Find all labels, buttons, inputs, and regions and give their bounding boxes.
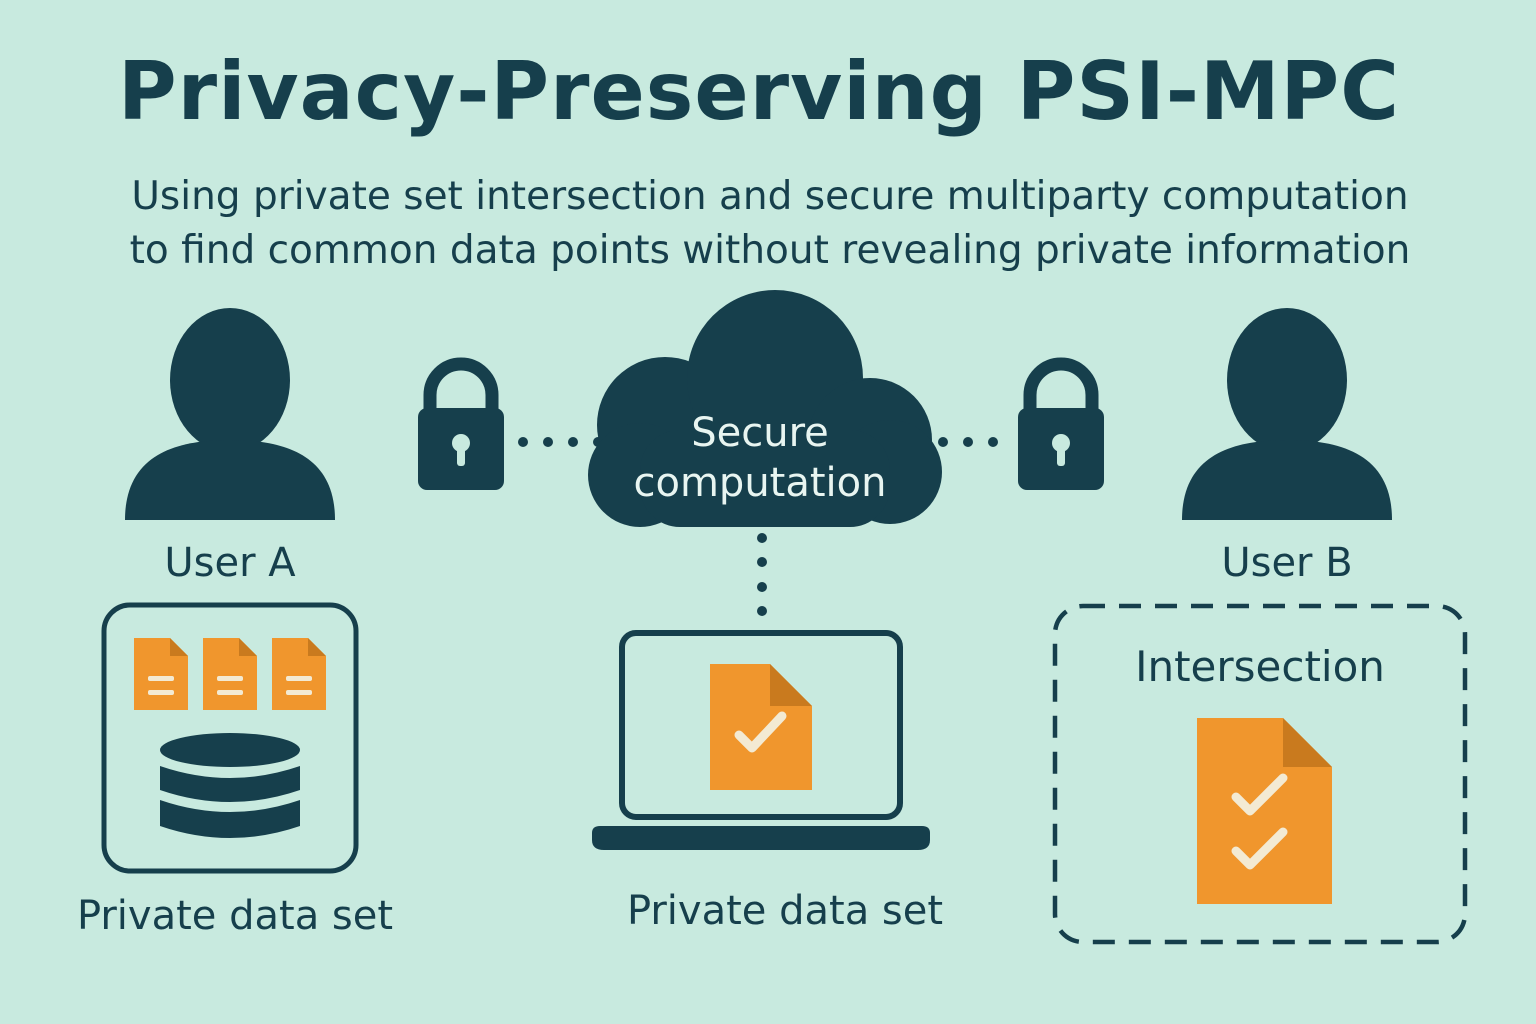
connector-right — [938, 437, 998, 447]
user-b-label: User B — [1221, 540, 1353, 586]
check-icon — [734, 711, 787, 753]
user-b-icon — [1182, 308, 1392, 520]
cloud-label-line-1: Secure — [691, 410, 829, 456]
lock-icon-right — [1018, 357, 1104, 490]
connector-left — [518, 437, 603, 447]
cloud-icon — [588, 290, 942, 527]
private-data-label-left: Private data set — [76, 893, 394, 939]
file-icon-small-3 — [272, 638, 326, 710]
private-data-label-center: Private data set — [626, 888, 944, 934]
check-icon-1 — [1231, 773, 1288, 816]
check-icon-2 — [1231, 827, 1288, 870]
file-icon-check — [710, 664, 812, 790]
page-title: Privacy-Preserving PSI-MPC — [118, 45, 1400, 138]
cloud-label-line-2: computation — [633, 460, 887, 506]
user-a-icon — [125, 308, 335, 520]
lock-icon-left — [418, 357, 504, 490]
subtitle-line-2: to find common data points without revea… — [129, 228, 1411, 273]
user-a-label: User A — [164, 540, 296, 586]
database-icon — [160, 733, 300, 838]
file-icon-small-2 — [203, 638, 257, 710]
laptop-icon — [592, 630, 930, 850]
private-data-box-left — [101, 602, 359, 874]
connector-down — [757, 533, 767, 616]
cloud-label: Secure computation — [600, 408, 920, 508]
intersection-label: Intersection — [1135, 642, 1385, 691]
file-icon-double-check — [1197, 718, 1332, 904]
file-icon-small-1 — [134, 638, 188, 710]
page-subtitle: Using private set intersection and secur… — [90, 170, 1450, 278]
subtitle-line-1: Using private set intersection and secur… — [131, 174, 1409, 219]
